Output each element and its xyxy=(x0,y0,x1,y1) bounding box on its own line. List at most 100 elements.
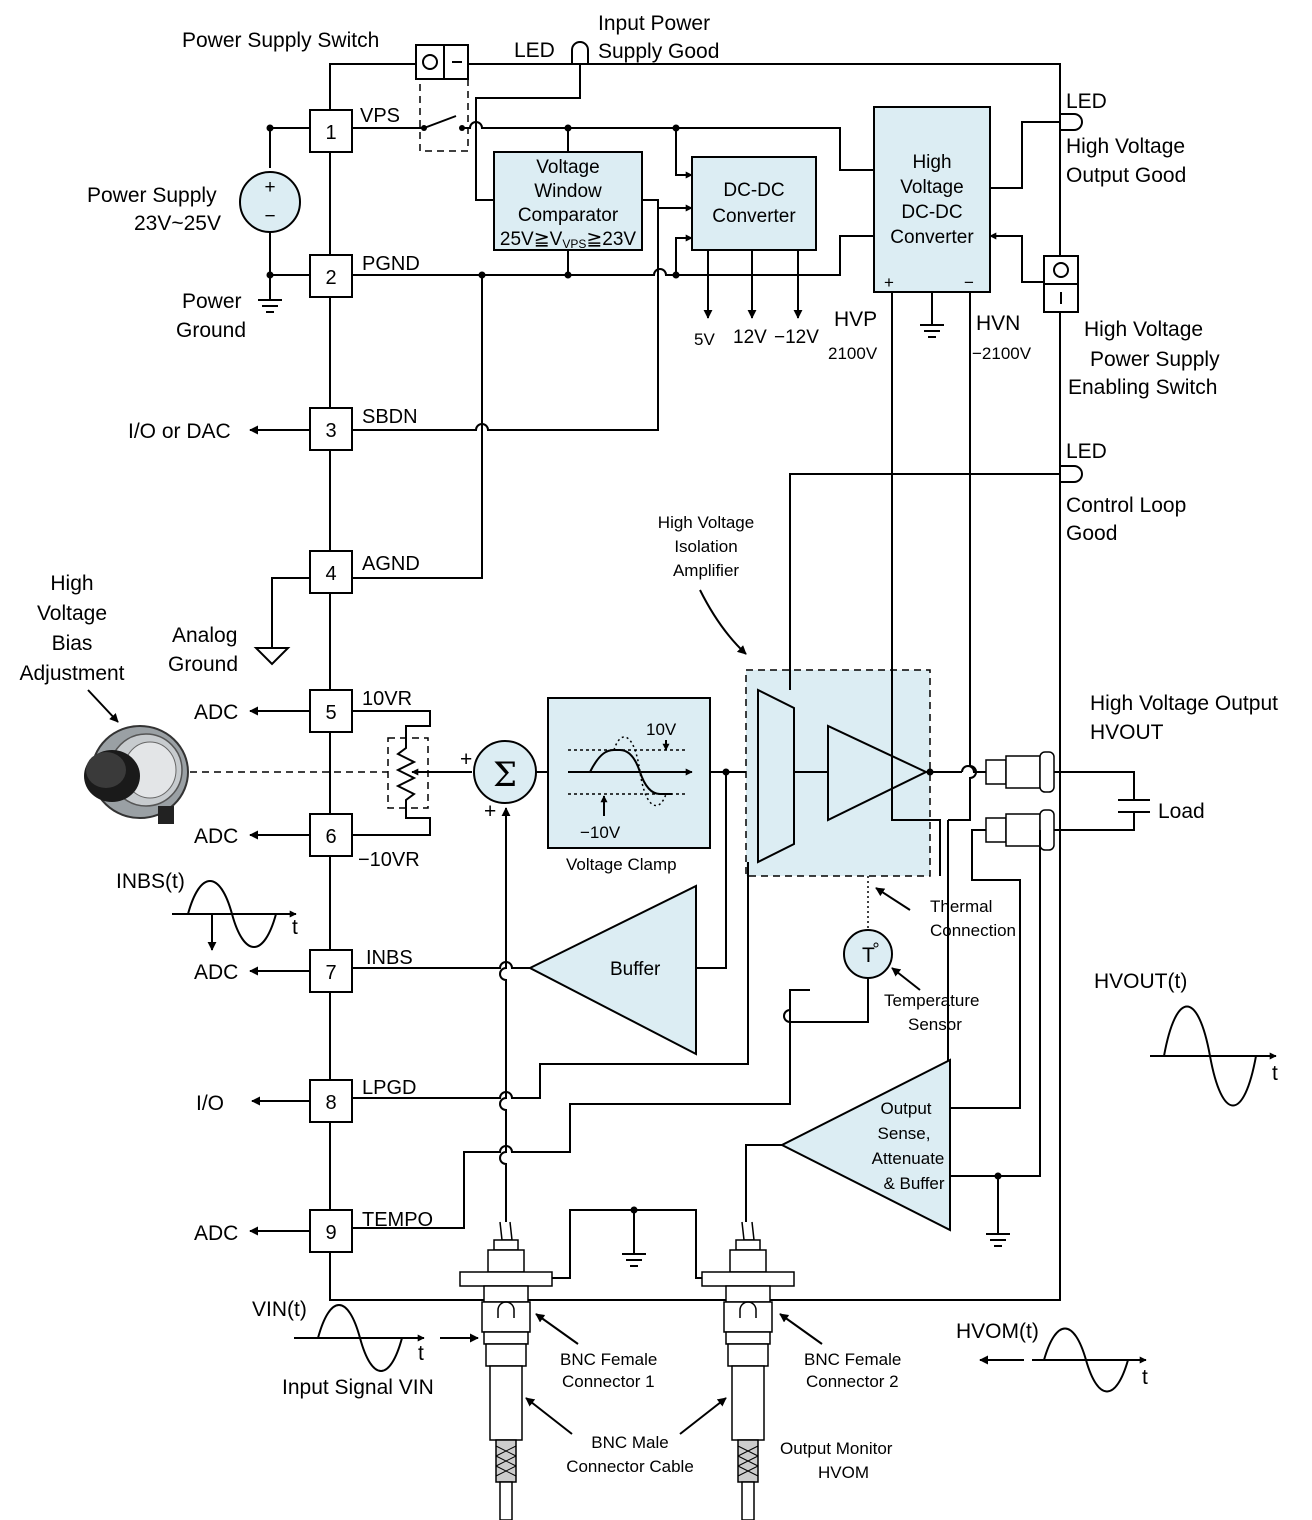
comparator-label-2: Window xyxy=(534,181,602,202)
bias-adj-label-4: Adjustment xyxy=(19,662,124,685)
pin-3: 3 xyxy=(310,408,352,450)
vin-to-sum-wire xyxy=(500,808,506,1222)
sense-input-wire xyxy=(950,830,1020,1108)
buffer-label: Buffer xyxy=(610,959,661,980)
hv-plus-label: + xyxy=(884,273,894,292)
svg-text:3: 3 xyxy=(325,420,336,442)
power-supply-switch[interactable] xyxy=(416,45,468,79)
dcdc-label-1: DC-DC xyxy=(723,180,784,201)
monitor-label-1: Output Monitor xyxy=(780,1439,893,1458)
cable-pointer-1 xyxy=(526,1398,572,1434)
hvdcdc-label-1: High xyxy=(912,152,951,173)
bnc1-pointer xyxy=(536,1314,578,1344)
pin-1-name: VPS xyxy=(360,105,400,127)
bnc1-label-1: BNC Female xyxy=(560,1350,657,1369)
iso-amp-label-3: Amplifier xyxy=(673,561,739,580)
control-loop-led-icon xyxy=(1060,466,1082,482)
pin-5-name: 10VR xyxy=(362,688,412,710)
thermal-label-1: Thermal xyxy=(930,897,992,916)
agnd-ext-wire xyxy=(272,578,310,648)
adc-9-label: ADC xyxy=(194,1222,238,1245)
switch-housing xyxy=(420,79,468,151)
hv-good-label-1: High Voltage xyxy=(1066,135,1185,158)
input-power-good-label-2: Supply Good xyxy=(598,40,719,63)
hvom-t-label: HVOM(t) xyxy=(956,1320,1039,1343)
svg-text:6: 6 xyxy=(325,826,336,848)
hvout-t-axis-label: t xyxy=(1272,1062,1278,1085)
inbs-t-label: INBS(t) xyxy=(116,870,185,893)
svg-text:7: 7 xyxy=(325,962,336,984)
hvout-connector-2-icon xyxy=(986,810,1070,850)
load-wire-bottom xyxy=(1070,812,1134,830)
temp-label-1: Temperature xyxy=(884,991,979,1010)
pin-9: 9 xyxy=(310,1210,352,1252)
sense-label-4: & Buffer xyxy=(883,1174,944,1193)
analog-ground-label-2: Ground xyxy=(168,653,238,676)
adc-7-label: ADC xyxy=(194,961,238,984)
tempo-sensor-wire xyxy=(790,978,868,1022)
pin-5: 5 xyxy=(310,690,352,732)
iso-amp-pointer xyxy=(700,590,746,654)
hv-good-led-icon xyxy=(1060,114,1082,130)
pin-6-name: −10VR xyxy=(358,849,420,871)
bnc-male-cable-2-icon xyxy=(728,1344,768,1520)
hv-minus-label: − xyxy=(964,273,974,292)
vin-t-label: VIN(t) xyxy=(252,1298,307,1321)
cable-pointer-2 xyxy=(680,1398,726,1434)
pin-7-name: INBS xyxy=(366,947,413,969)
hvout-label-1: High Voltage Output xyxy=(1090,692,1278,715)
hv-good-led-wire xyxy=(990,122,1060,188)
hv-enable-switch[interactable] xyxy=(1044,256,1078,312)
bnc-shield-wire xyxy=(524,1210,712,1278)
control-loop-wire xyxy=(790,474,1060,690)
hvom-t-axis-label: t xyxy=(1142,1366,1148,1389)
temp-label-2: Sensor xyxy=(908,1015,962,1034)
led-input-label: LED xyxy=(514,39,555,62)
high-voltage-dc-dc-converter xyxy=(874,107,990,292)
source-minus: − xyxy=(264,206,275,227)
bnc1-label-2: Connector 1 xyxy=(562,1372,655,1391)
hvout-connector-1-icon xyxy=(986,752,1070,792)
sum-symbol: Σ xyxy=(493,755,517,795)
pin-8: 8 xyxy=(310,1080,352,1122)
tempo-junction-wire xyxy=(790,990,810,1104)
pin-7: 7 xyxy=(310,950,352,992)
load-label: Load xyxy=(1158,800,1205,823)
input-power-led-icon xyxy=(572,42,588,64)
inbs-t-axis-label: t xyxy=(292,916,298,939)
load-wire-top xyxy=(1070,772,1134,800)
analog-ground-icon xyxy=(256,648,288,664)
sense-label-2: Sense, xyxy=(878,1124,931,1143)
clamp-title: Voltage Clamp xyxy=(566,855,677,874)
clamp-neg-label: −10V xyxy=(580,823,621,842)
iso-amp-label-1: High Voltage xyxy=(658,513,754,532)
input-power-good-label-1: Input Power xyxy=(598,12,710,35)
dc-dc-converter xyxy=(692,157,816,250)
hvn-label: HVN xyxy=(976,312,1020,335)
hvdcdc-label-3: DC-DC xyxy=(901,202,962,223)
hvdcdc-label-4: Converter xyxy=(890,227,974,248)
bias-knob-icon[interactable] xyxy=(84,726,188,824)
power-ground-label-2: Ground xyxy=(176,319,246,342)
vps-to-dcdc xyxy=(676,128,692,175)
pin-2: 2 xyxy=(310,255,352,297)
junction xyxy=(927,769,934,776)
isolation-barrier-icon xyxy=(758,690,794,862)
bnc-female-connector-2-icon xyxy=(702,1222,794,1344)
source-plus: + xyxy=(264,177,275,198)
pin-8-name: LPGD xyxy=(362,1077,416,1099)
sum-plus-1: + xyxy=(460,748,472,771)
led-hv-label: LED xyxy=(1066,90,1107,113)
hvn-voltage-label: −2100V xyxy=(972,344,1032,363)
cable-label-1: BNC Male xyxy=(591,1433,668,1452)
pgnd-to-dcdc xyxy=(676,238,692,275)
bnc2-pointer xyxy=(780,1314,822,1344)
hvout-t-label: HVOUT(t) xyxy=(1094,970,1187,993)
hvp-label: HVP xyxy=(834,308,877,331)
hv-enable-label-3: Enabling Switch xyxy=(1068,376,1217,399)
sense-label-1: Output xyxy=(880,1099,931,1118)
output-sense-buffer xyxy=(782,1060,950,1230)
ref-n10v-wire xyxy=(352,802,430,835)
hvout-label-2: HVOUT xyxy=(1090,721,1164,744)
led-loop-label: LED xyxy=(1066,440,1107,463)
